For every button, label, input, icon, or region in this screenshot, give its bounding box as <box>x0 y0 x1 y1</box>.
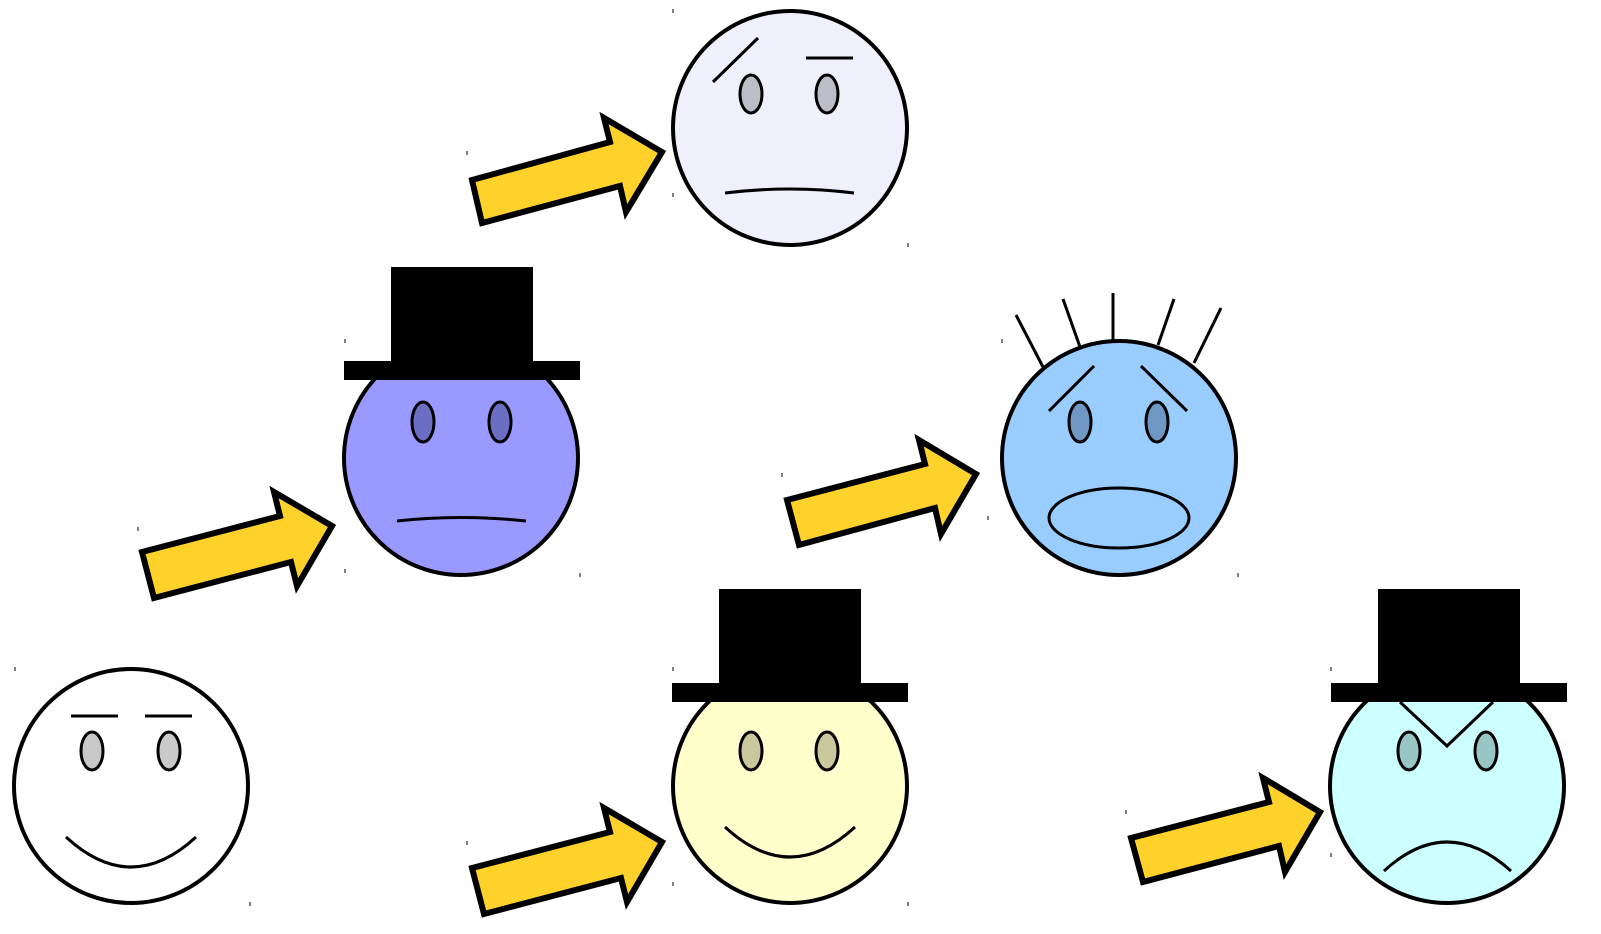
arrow-to-scared <box>787 440 976 545</box>
arrow-to-neutral <box>472 118 662 223</box>
eye <box>412 402 434 442</box>
top-hat-icon <box>672 589 908 702</box>
scared-face <box>1002 293 1236 575</box>
eye <box>1146 402 1168 442</box>
top-hat-icon <box>1331 589 1567 702</box>
happy-face <box>14 669 248 903</box>
eye <box>1475 732 1497 770</box>
top-hat-icon <box>344 267 580 380</box>
neutral-face <box>673 11 907 245</box>
purple-hat-face <box>344 267 580 575</box>
arrow-to-purple <box>142 492 332 598</box>
eye <box>816 732 838 770</box>
eye <box>1398 732 1420 770</box>
angry-hat-face <box>1330 589 1567 903</box>
eye <box>489 402 511 442</box>
arrow-to-yellow <box>472 808 662 914</box>
face-head <box>673 669 907 903</box>
eye <box>816 75 838 113</box>
face-head <box>673 11 907 245</box>
eye <box>1069 402 1091 442</box>
eye <box>81 732 103 770</box>
eye <box>740 75 762 113</box>
face-head <box>1002 341 1236 575</box>
yellow-hat-face <box>672 589 908 903</box>
face-head <box>1330 669 1564 903</box>
eye <box>740 732 762 770</box>
arrow-to-angry <box>1131 778 1320 882</box>
eye <box>158 732 180 770</box>
